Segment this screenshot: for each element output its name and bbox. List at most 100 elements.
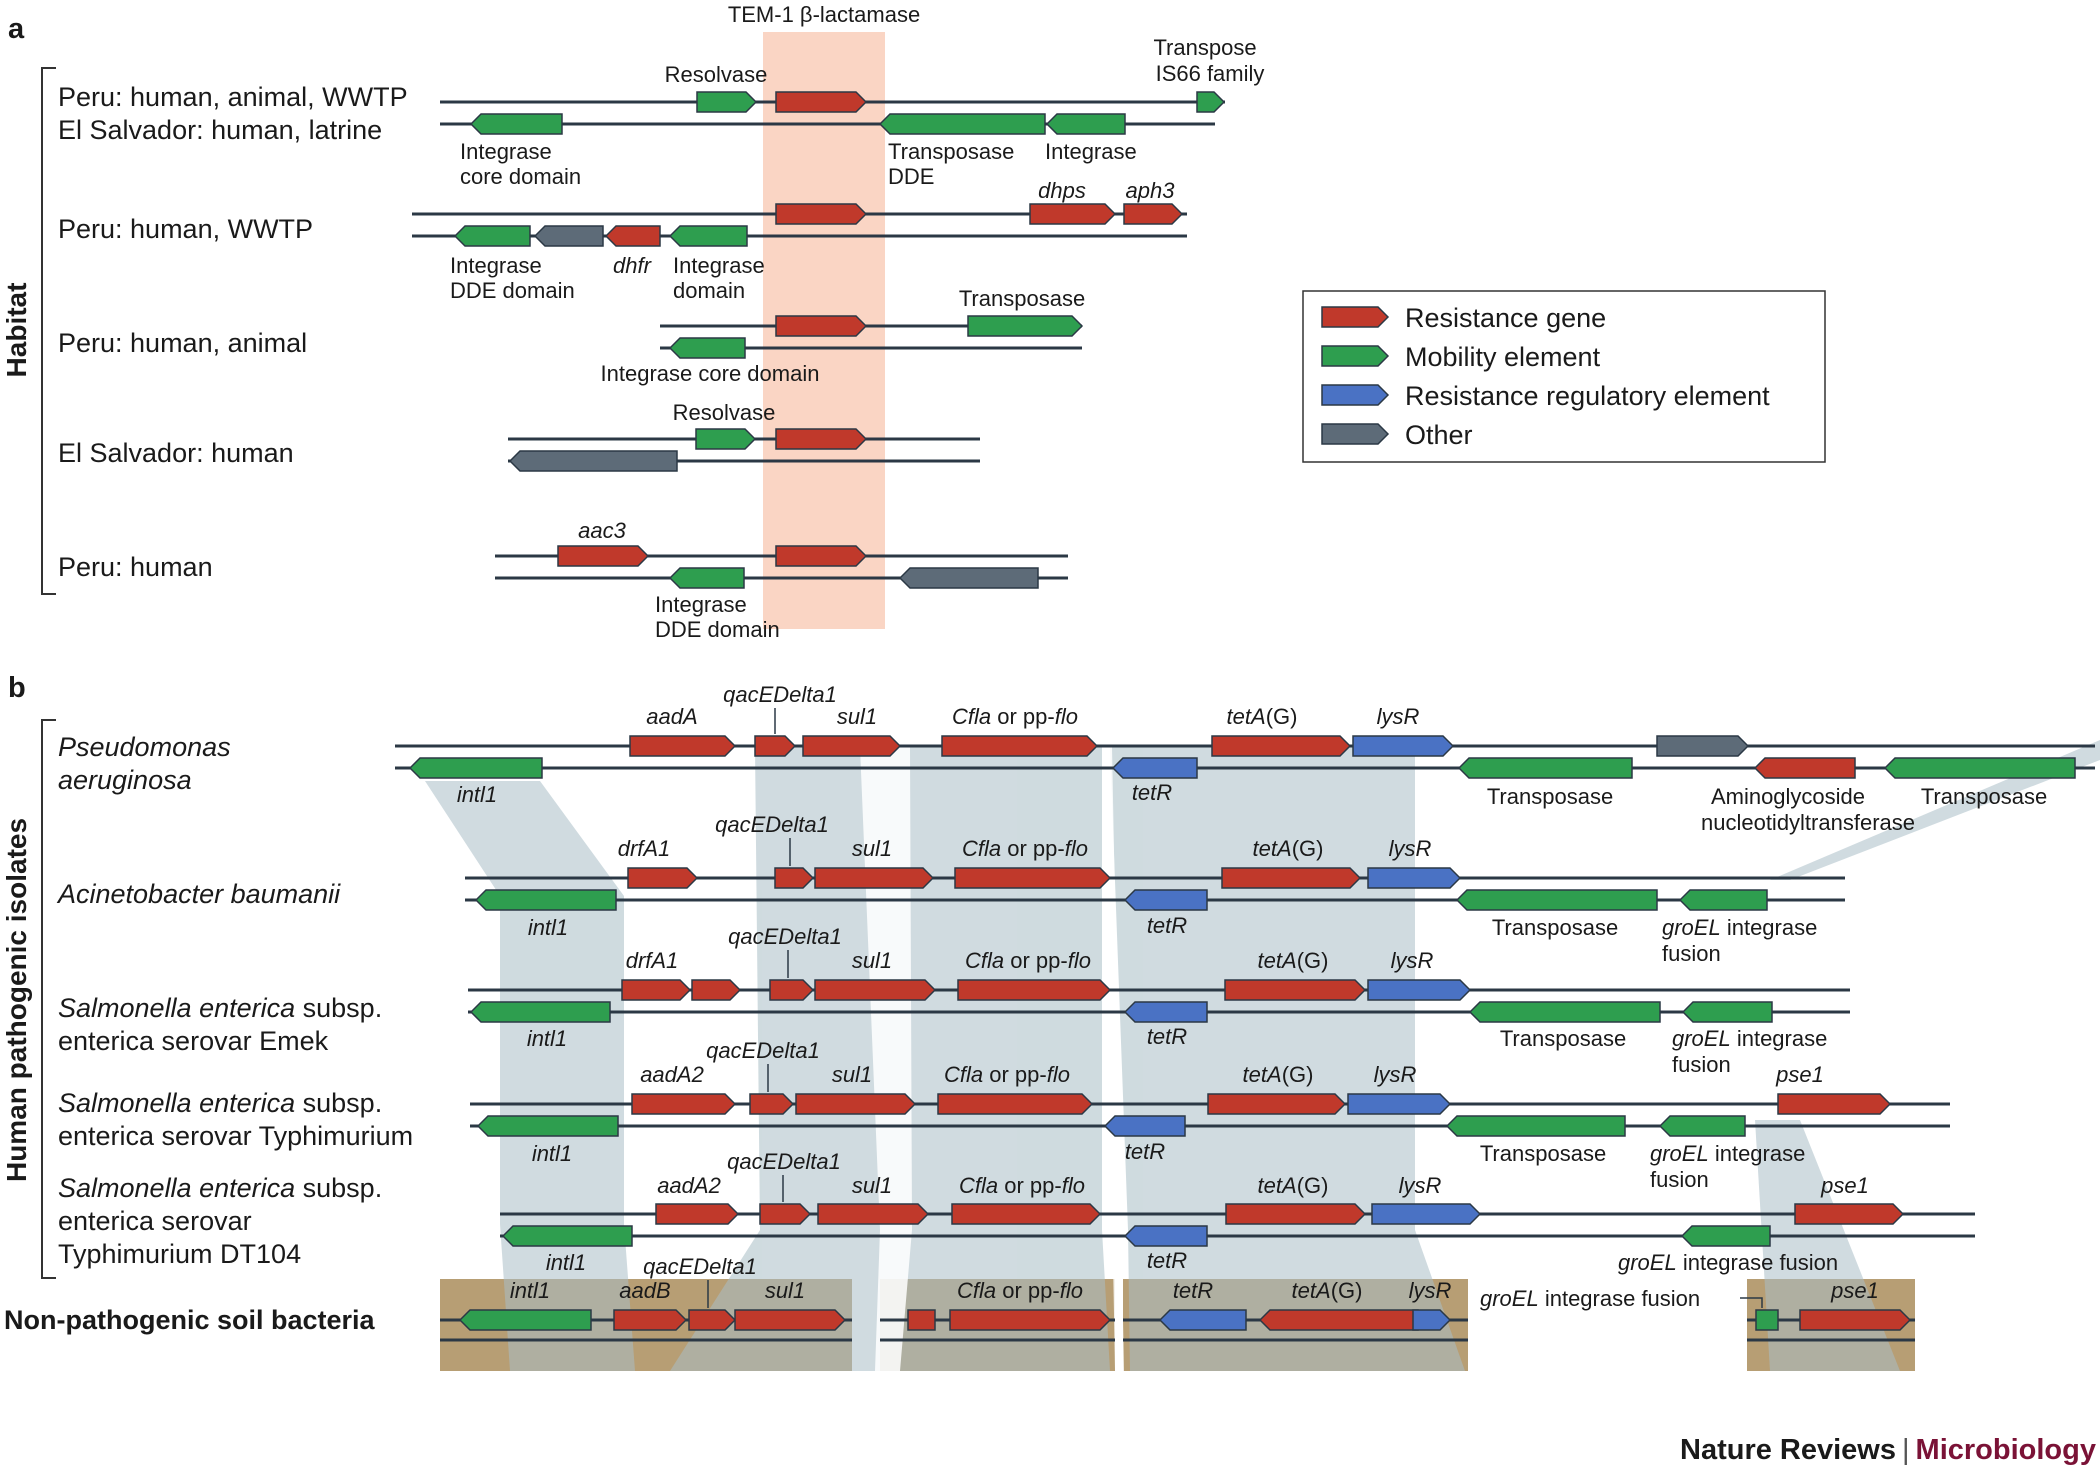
cfla-it-b2: Cfla [962, 836, 1001, 861]
fusion-label-b2: fusion [1662, 941, 1721, 966]
pse1-label-b5: pse1 [1820, 1173, 1869, 1198]
footer-separator: | [1902, 1434, 1910, 1466]
integrase-core-label-2: core domain [460, 164, 581, 189]
sul1-label-b1: sul1 [837, 704, 877, 729]
flo-it-b4: flo [1047, 1062, 1070, 1087]
tetA-label-b3: tetA(G) [1258, 948, 1329, 973]
pse1-arrow-b4 [1777, 1093, 1892, 1115]
legend-label-other: Other [1405, 420, 1473, 450]
tetA-rest-soil: (G) [1331, 1278, 1363, 1303]
sul1-label-b2: sul1 [852, 836, 892, 861]
lysR-label-b3: lysR [1391, 948, 1434, 973]
tetR-label-b5: tetR [1147, 1248, 1187, 1273]
cfla-arrow-b5 [951, 1203, 1102, 1225]
row-a1-title-2: El Salvador: human, latrine [58, 115, 382, 145]
transposase-dde-gene-arrow [878, 113, 1046, 135]
row-a5-title: Peru: human [58, 552, 213, 582]
cfla-rest-b5: or pp- [998, 1173, 1062, 1198]
flo-it-b2: flo [1065, 836, 1088, 861]
org-4-subsp: subsp. [295, 1088, 382, 1118]
integrase-dde-gene-arrow-a5 [668, 567, 745, 589]
integrase-label-a1: Integrase [1045, 139, 1137, 164]
tetA-label-soil: tetA(G) [1292, 1278, 1363, 1303]
integrase-dde-label-1: Integrase [450, 253, 542, 278]
sul1-arrow-b5 [817, 1203, 930, 1225]
tetR-label-soil: tetR [1173, 1278, 1213, 1303]
groel-arrow-b3 [1681, 1001, 1773, 1023]
tetR-label-b4: tetR [1125, 1139, 1165, 1164]
panel-b-label: b [8, 672, 26, 704]
tem1-gene-arrow-a3 [775, 315, 868, 337]
integrase-dde-gene-arrow-a2 [453, 225, 531, 247]
cfla-arrow-b1 [941, 735, 1099, 757]
legend-box [1302, 290, 1826, 463]
tetA-rest-b1: (G) [1266, 704, 1298, 729]
integrase-core-gene-arrow-a1 [469, 113, 563, 135]
drfA1b-arrow-b3 [691, 979, 742, 1001]
aadA2-arrow-b4 [631, 1093, 737, 1115]
org-5-line-2: enterica serovar [58, 1206, 252, 1236]
org-4-line-1: Salmonella enterica subsp. [58, 1088, 382, 1118]
groel-rest-b4: integrase [1709, 1141, 1806, 1166]
org-3-line-2: enterica serovar Emek [58, 1026, 329, 1056]
cfla-rest-b3: or pp- [1004, 948, 1068, 973]
org-4-genus: Salmonella enterica [58, 1088, 295, 1118]
other-arrow-b1 [1656, 735, 1750, 757]
tetA-label-b5: tetA(G) [1258, 1173, 1329, 1198]
flo-it-b1: flo [1055, 704, 1078, 729]
drfA1-label-b2: drfA1 [618, 836, 671, 861]
row-a4-title: El Salvador: human [58, 438, 294, 468]
org-2-line-1: Acinetobacter baumanii [56, 879, 341, 909]
transposase-label-b4: Transposase [1480, 1141, 1606, 1166]
qac-label-b5: qacEDelta1 [727, 1149, 841, 1174]
cfla-arrow-b4 [937, 1093, 1094, 1115]
org-1-line-1: Pseudomonas [58, 732, 231, 762]
tetR-label-b2: tetR [1147, 913, 1187, 938]
tetA-arrow-b1 [1211, 735, 1352, 757]
intl1-arrow-soil [458, 1309, 592, 1331]
aadA-arrow-b1 [629, 735, 737, 757]
resolvase-label-a4: Resolvase [673, 400, 776, 425]
transposase-arrow-b2 [1455, 889, 1658, 911]
tetR-arrow-b4 [1103, 1115, 1186, 1137]
aac3-label: aac3 [578, 518, 626, 543]
org-5-subsp: subsp. [295, 1173, 382, 1203]
other-gene-arrow-a4 [508, 450, 678, 472]
transpose-gene-arrow [1196, 91, 1226, 113]
lysR-arrow-b2 [1367, 867, 1462, 889]
qac-arrow-b2 [774, 867, 815, 889]
groel-label-b2: groEL integrase [1662, 915, 1817, 940]
intl1-label-b4: intl1 [532, 1141, 572, 1166]
pse1-arrow-b5 [1794, 1203, 1905, 1225]
tetA-rest-b4: (G) [1282, 1062, 1314, 1087]
qac-arrow-b1 [754, 735, 797, 757]
aminoglycoside-arrow-b1 [1753, 757, 1856, 779]
tetA-arrow-soil [1258, 1309, 1419, 1331]
sul1-label-b5: sul1 [852, 1173, 892, 1198]
cfla-label-soil: Cfla or pp-flo [957, 1278, 1083, 1303]
habitat-axis-title: Habitat [1, 283, 32, 378]
sul1-label-b3: sul1 [852, 948, 892, 973]
tem1-gene-arrow-a2 [775, 203, 868, 225]
fusion-label-b4: fusion [1650, 1167, 1709, 1192]
cfla-rest-b2: or pp- [1001, 836, 1065, 861]
flo-it-soil: flo [1060, 1278, 1083, 1303]
tetA-it-b3: tetA [1258, 948, 1297, 973]
legend-label-mobility: Mobility element [1405, 342, 1601, 372]
qac-label-b4: qacEDelta1 [706, 1038, 820, 1063]
tetA-rest-b5: (G) [1297, 1173, 1329, 1198]
qac-label-b3: qacEDelta1 [728, 924, 842, 949]
cfla-it-b1: Cfla [952, 704, 991, 729]
intl1-label-b2: intl1 [528, 915, 568, 940]
aadA2-label-b4: aadA2 [640, 1062, 704, 1087]
tetA-arrow-b4 [1207, 1093, 1347, 1115]
legend-swatch-mobility [1321, 345, 1390, 367]
transposase-gene-arrow-a3 [967, 315, 1084, 337]
aadA2-arrow-b5 [655, 1203, 740, 1225]
lysR-arrow-b5 [1371, 1203, 1482, 1225]
intl1-arrow-b3 [469, 1001, 611, 1023]
qac-arrow-b3 [769, 979, 815, 1001]
intl1-arrow-b1 [408, 757, 543, 779]
transposase-dde-label-1: Transposase [888, 139, 1014, 164]
